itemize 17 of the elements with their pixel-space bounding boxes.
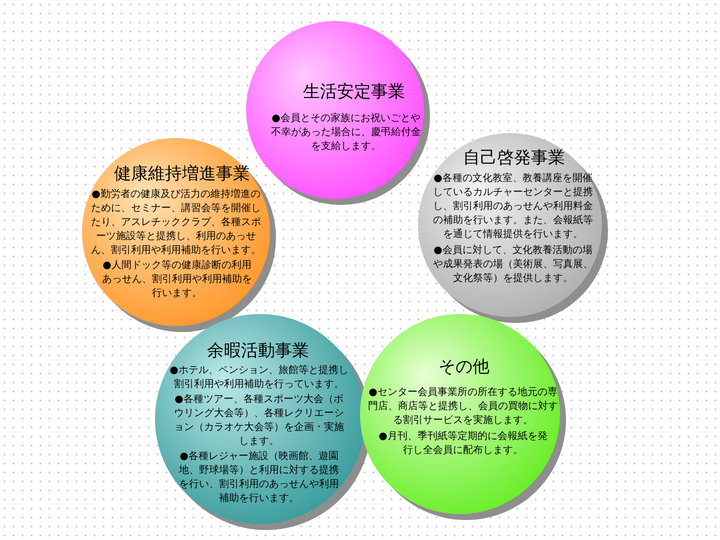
section-heading: 自己啓発事業 [463,148,565,169]
section-heading: 生活安定事業 [303,82,405,103]
category-circle [82,138,276,332]
bullet-text: ●会員とその家族にお祝いごとや不幸があった場合に、慶弔給付金を支給します。 [270,112,422,154]
section-heading: 余暇活動事業 [207,341,309,362]
bullet-text: ●ホテル、ペンション、旅館等と提携し割引利用や利用補助を行っています。 [168,364,350,392]
category-circle [360,314,566,520]
section-heading: 健康維持増進事業 [114,164,250,185]
bullet-text: ●勤労者の健康及び活力の維持増進のために、セミナー、講習会等を開催したり、アスレチッククラブ、各種スポーツ施設等と提携し、利用のあっせん、割引利用や利用補助を行います。 [90,188,262,258]
bullet-text: ●月刊、季刊紙等定期的に会報紙を発行し全会員に配布します。 [378,430,548,458]
bullet-text: ●人間ドック等の健康診断の利用あっせん、割引利用や利用補助を行います。 [101,259,253,301]
section-heading: その他 [438,357,490,378]
bullet-text: ●各種ツアー、各種スポーツ大会（ボウリング大会等）、各種レクリエーション（カラオケ大会等）を企画・実施します。 [173,393,345,449]
bullet-text: ●各種レジャー施設（映画館、遊園地、野球場等）と利用に対する提携を行い、割引利用のあっせんや利用補助を行います。 [178,450,340,506]
bullet-text: ●センター会員事業所の所在する地元の専門店、商店等と提携し、会員の買物に対する割引サービスを実施します。 [367,386,559,428]
bullet-text: ●各種の文化教室、教養講座を開催しているカルチャーセンターと提携し、割引利用のあっせんや利用料金の補助を行います。また、会報紙等を通じて情報提供を行います。 [432,172,594,242]
bullet-text: ●会員に対して、文化教養活動の場や成果発表の場（美術展、写真展、文化祭等）を提供します。 [432,244,594,286]
